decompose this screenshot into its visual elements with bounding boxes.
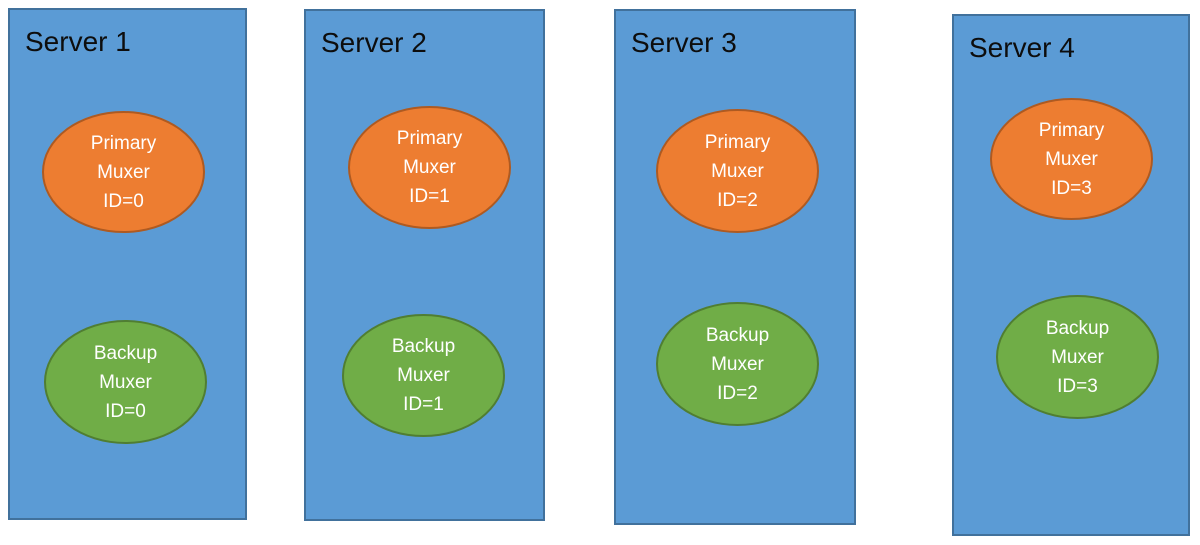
server-2-backup-muxer: Backup Muxer ID=1 — [342, 314, 505, 437]
backup-muxer-label-line2: Muxer — [99, 371, 152, 393]
primary-muxer-id: ID=2 — [717, 189, 758, 211]
server-4-box: Server 4 Primary Muxer ID=3 Backup Muxer… — [952, 14, 1190, 536]
primary-muxer-label-line2: Muxer — [97, 161, 150, 183]
server-4-backup-muxer: Backup Muxer ID=3 — [996, 295, 1159, 419]
primary-muxer-label-line2: Muxer — [1045, 148, 1098, 170]
backup-muxer-id: ID=0 — [105, 400, 146, 422]
primary-muxer-label-line1: Primary — [704, 131, 771, 153]
primary-muxer-id: ID=3 — [1051, 177, 1092, 199]
backup-muxer-label-line1: Backup — [93, 342, 158, 364]
server-2-box: Server 2 Primary Muxer ID=1 Backup Muxer… — [304, 9, 545, 521]
primary-muxer-label-line2: Muxer — [403, 157, 456, 178]
server-3-backup-muxer: Backup Muxer ID=2 — [656, 302, 819, 426]
server-1-primary-muxer: Primary Muxer ID=0 — [42, 111, 205, 233]
server-2-primary-muxer: Primary Muxer ID=1 — [348, 106, 511, 229]
primary-muxer-id: ID=0 — [103, 190, 144, 212]
server-2-title: Server 2 — [321, 27, 427, 58]
server-1-box: Server 1 Primary Muxer ID=0 Backup Muxer… — [8, 8, 247, 520]
server-3-box: Server 3 Primary Muxer ID=2 Backup Muxer… — [614, 9, 856, 525]
primary-muxer-label-line1: Primary — [1038, 119, 1105, 141]
server-3-primary-muxer: Primary Muxer ID=2 — [656, 109, 819, 233]
server-1-backup-muxer: Backup Muxer ID=0 — [44, 320, 207, 444]
backup-muxer-label-line1: Backup — [391, 336, 456, 357]
backup-muxer-label-line1: Backup — [705, 324, 770, 346]
server-1-title: Server 1 — [25, 26, 131, 57]
backup-muxer-id: ID=2 — [717, 382, 758, 404]
primary-muxer-label-line1: Primary — [90, 132, 157, 154]
backup-muxer-label-line1: Backup — [1045, 317, 1110, 339]
backup-muxer-label-line2: Muxer — [711, 353, 764, 375]
primary-muxer-label-line1: Primary — [396, 128, 463, 149]
server-3-title: Server 3 — [631, 27, 737, 58]
backup-muxer-id: ID=1 — [403, 394, 444, 415]
primary-muxer-label-line2: Muxer — [711, 160, 764, 182]
backup-muxer-id: ID=3 — [1057, 375, 1098, 397]
backup-muxer-label-line2: Muxer — [1051, 346, 1104, 368]
server-4-title: Server 4 — [969, 32, 1075, 63]
server-4-primary-muxer: Primary Muxer ID=3 — [990, 98, 1153, 220]
backup-muxer-label-line2: Muxer — [397, 365, 450, 386]
primary-muxer-id: ID=1 — [409, 186, 450, 207]
